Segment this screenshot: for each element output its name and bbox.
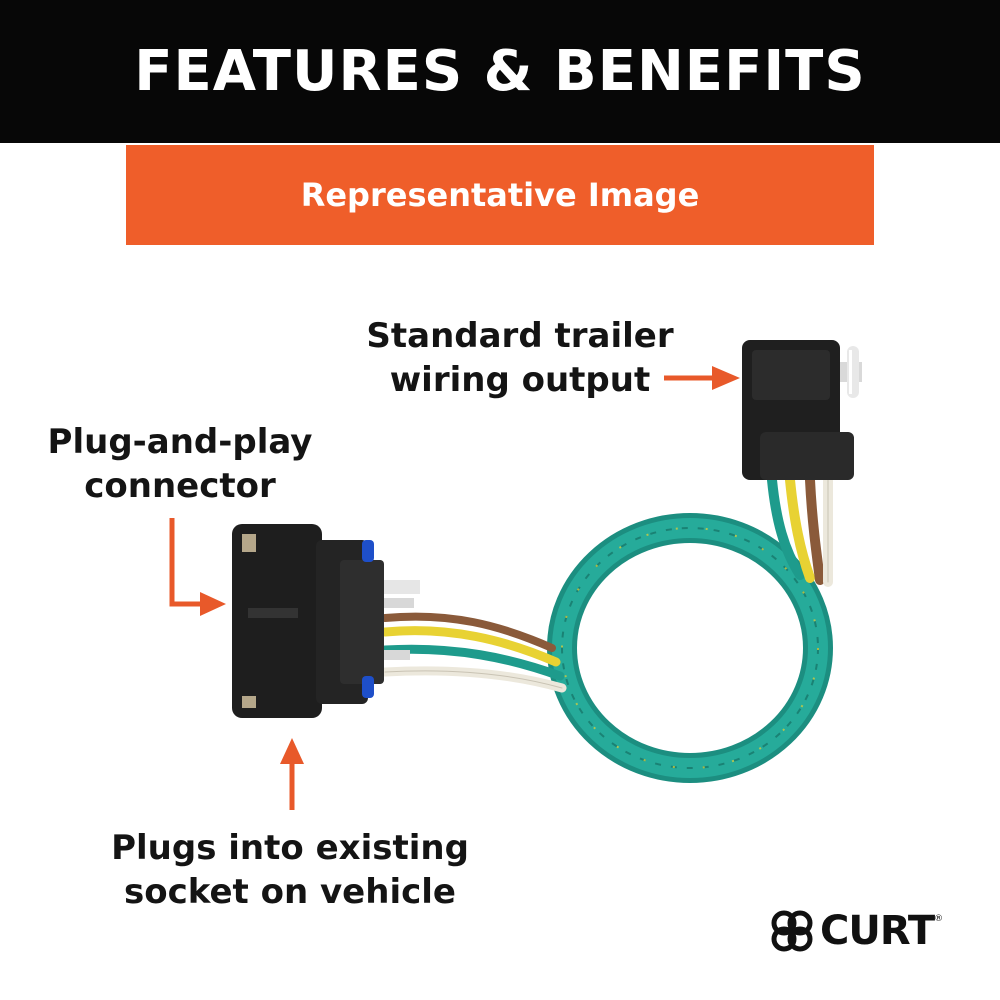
output-plug [742,340,862,480]
callout-line: wiring output [389,360,651,400]
arrow-up-icon [280,738,304,810]
callout-line: socket on vehicle [124,872,456,912]
vehicle-connector [232,524,420,718]
callout-wiring-output: Standard trailer wiring output [360,314,680,402]
banner-text: Representative Image [300,176,700,214]
page-title: FEATURES & BENEFITS [134,39,866,104]
coiled-wire [547,513,833,783]
callout-plug-and-play: Plug-and-play connector [30,420,330,508]
curt-logo-icon [771,910,813,952]
representative-image-banner: Representative Image [126,145,874,245]
brand-logo: CURT ® [770,906,943,956]
header-bar: FEATURES & BENEFITS [0,0,1000,143]
callout-line: Standard trailer [366,316,674,356]
connector-wires [380,612,567,693]
callout-line: Plugs into existing [111,828,469,868]
arrow-elbow-icon [169,518,226,616]
callout-line: Plug-and-play [47,422,313,462]
output-plug-wires [767,475,833,587]
trademark-mark: ® [934,914,944,924]
arrow-right-icon [664,366,740,390]
callout-line: connector [84,466,276,506]
brand-name: CURT [820,908,935,954]
callout-existing-socket: Plugs into existing socket on vehicle [90,826,490,914]
